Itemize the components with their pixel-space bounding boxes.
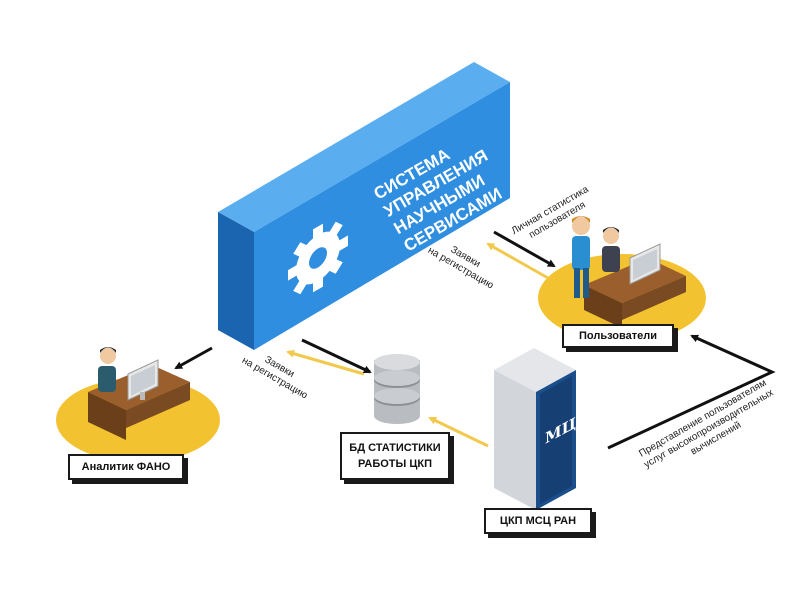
arrow-server-to-users (607, 334, 776, 450)
database-icon (374, 354, 420, 424)
db-label: БД СТАТИСТИКИ РАБОТЫ ЦКП (340, 432, 450, 480)
analyst-label: Аналитик ФАНО (68, 454, 184, 480)
edge-label-hpc-services: Представление пользователям услуг высоко… (636, 376, 784, 481)
arrow-server-to-db (428, 416, 489, 448)
arrow-users-requests (486, 242, 549, 280)
analyst-person (98, 366, 116, 392)
arrow-system-to-db (301, 338, 372, 374)
users-person-standing (572, 236, 590, 270)
edges (174, 230, 776, 450)
edge-label-requests-db: Заявки на регистрацию (240, 345, 316, 402)
server-rack: МЦ (494, 348, 576, 510)
arrow-personal-stats (493, 230, 556, 268)
users-label: Пользователи (562, 324, 674, 348)
arrow-db-requests (286, 349, 365, 376)
edge-label-requests-users: Заявки на регистрацию (426, 235, 502, 292)
db-label-line: БД СТАТИСТИКИ (349, 442, 441, 454)
system-block-side (218, 212, 254, 350)
db-label-line: РАБОТЫ ЦКП (358, 458, 432, 470)
gear-icon (288, 221, 348, 295)
ckp-label: ЦКП МСЦ РАН (484, 508, 592, 534)
system-block: СИСТЕМА УПРАВЛЕНИЯ НАУЧНЫМИ СЕРВИСАМИ (218, 62, 510, 350)
users-workstation (538, 216, 706, 342)
users-person-seated (602, 246, 620, 272)
system-block-top (218, 62, 510, 232)
arrow-system-to-analyst (174, 346, 213, 370)
analyst-workstation (56, 347, 220, 462)
